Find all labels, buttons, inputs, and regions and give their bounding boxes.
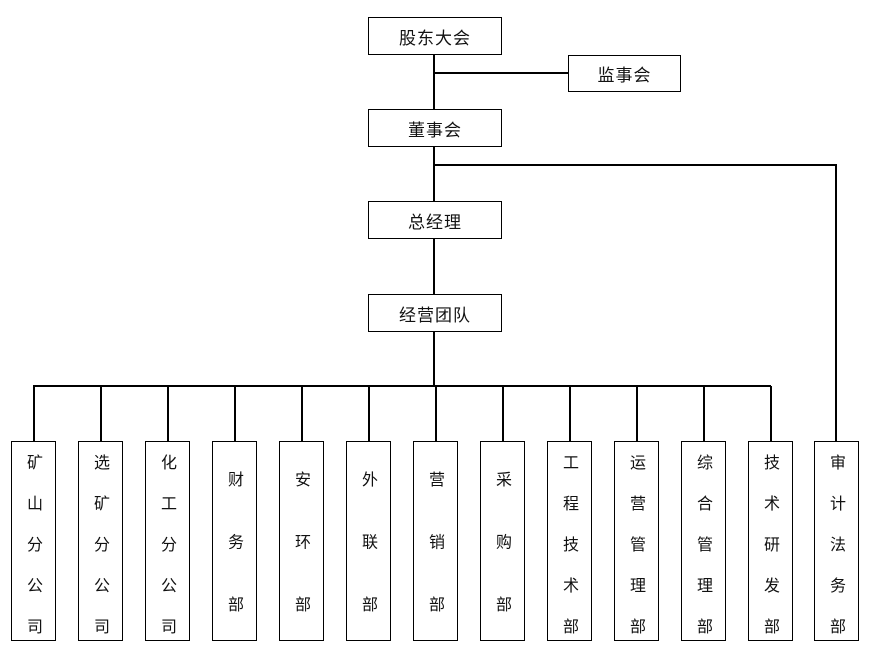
node-label: 经营团队 (399, 305, 471, 326)
connector-line (433, 146, 435, 202)
connector-line (433, 331, 435, 386)
department-label: 审计法务部 (827, 454, 846, 659)
connector-line (569, 386, 571, 441)
connector-line (368, 386, 370, 441)
department-label: 运营管理部 (627, 454, 646, 659)
connector-line (636, 386, 638, 441)
connector-line (301, 386, 303, 441)
node-label: 董事会 (408, 120, 462, 141)
node-management-team: 经营团队 (368, 294, 502, 332)
connector-line (502, 386, 504, 441)
node-marketing-dept: 营销部 (413, 441, 458, 659)
department-label: 选矿分公司 (91, 454, 110, 659)
node-procurement-dept: 采购部 (480, 441, 525, 659)
node-engineering-dept: 工程技术部 (547, 441, 592, 659)
node-operations-dept: 运营管理部 (614, 441, 659, 659)
node-mining-branch: 矿山分公司 (11, 441, 56, 659)
node-external-relations-dept: 外联部 (346, 441, 391, 659)
connector-line (703, 386, 705, 441)
department-label: 营销部 (426, 471, 445, 659)
node-label: 总经理 (408, 212, 462, 233)
department-label: 外联部 (359, 471, 378, 659)
node-general-admin-dept: 综合管理部 (681, 441, 726, 659)
department-label: 综合管理部 (694, 454, 713, 659)
department-label: 技术研发部 (761, 454, 780, 659)
node-rnd-dept: 技术研发部 (748, 441, 793, 659)
department-label: 矿山分公司 (24, 454, 43, 659)
connector-line (433, 72, 568, 74)
department-label: 采购部 (493, 471, 512, 659)
node-board: 董事会 (368, 109, 502, 147)
connector-line (435, 386, 437, 441)
department-label: 化工分公司 (158, 454, 177, 659)
connector-line (33, 386, 35, 441)
node-supervisory-board: 监事会 (568, 55, 681, 92)
connector-line (835, 164, 837, 441)
node-beneficiation-branch: 选矿分公司 (78, 441, 123, 659)
department-label: 财务部 (225, 471, 244, 659)
node-label: 监事会 (597, 66, 652, 86)
node-safety-env-dept: 安环部 (279, 441, 324, 659)
department-label: 安环部 (292, 471, 311, 659)
node-label: 股东大会 (399, 28, 471, 49)
connector-line (100, 386, 102, 441)
department-label: 工程技术部 (560, 454, 579, 659)
node-general-manager: 总经理 (368, 201, 502, 239)
connector-line (33, 385, 771, 387)
connector-line (433, 164, 836, 166)
node-finance-dept: 财务部 (212, 441, 257, 659)
connector-line (433, 238, 435, 294)
connector-line (433, 54, 435, 110)
node-chemical-branch: 化工分公司 (145, 441, 190, 659)
connector-line (167, 386, 169, 441)
node-shareholders: 股东大会 (368, 17, 502, 55)
connector-line (770, 386, 772, 441)
connector-line (234, 386, 236, 441)
node-audit-legal-dept: 审计法务部 (814, 441, 859, 659)
